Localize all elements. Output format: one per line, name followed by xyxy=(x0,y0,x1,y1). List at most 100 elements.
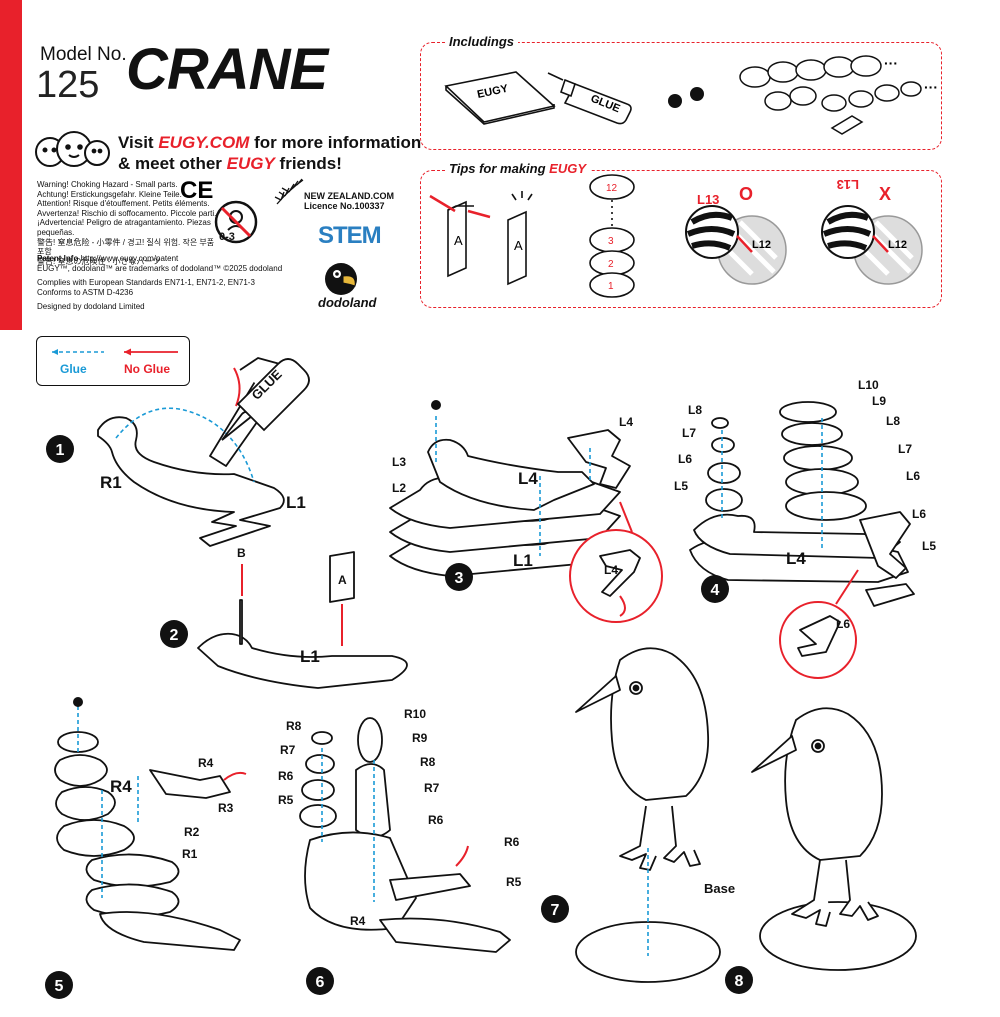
glue-tube-icon xyxy=(547,72,632,125)
warning-line: Attention! Risque d'étouffement. Petits … xyxy=(37,199,210,209)
eye-bead-icon xyxy=(73,697,83,707)
dodoland-brand: dodoland xyxy=(318,295,377,310)
tips-title-text: Tips for making xyxy=(449,161,550,176)
visit-suffix: for more information xyxy=(249,133,422,152)
part-label: L5 xyxy=(922,539,936,553)
part-label: R7 xyxy=(280,743,296,757)
base-label: Base xyxy=(704,881,735,896)
step-number: 5 xyxy=(55,978,64,995)
part-label: L6 xyxy=(836,617,850,631)
part-label: R6 xyxy=(504,835,520,849)
tips-brand: EUGY xyxy=(549,161,587,176)
stack-label: 12 xyxy=(606,183,618,194)
dodoland-logo-icon xyxy=(325,263,357,295)
stack-label: 3 xyxy=(608,236,614,247)
fern-icon xyxy=(274,178,304,205)
part-label: R7 xyxy=(424,781,440,795)
part-label: R6 xyxy=(428,813,444,827)
part-label: B xyxy=(237,546,246,560)
step3-drawing xyxy=(389,429,663,623)
step-number: 8 xyxy=(735,973,744,990)
part-label: R5 xyxy=(506,875,522,889)
parts-discs-icon xyxy=(739,55,922,135)
step7-crane-drawing xyxy=(575,647,721,983)
glue-bottle-icon xyxy=(221,358,310,441)
part-label: R10 xyxy=(404,707,426,721)
part-label: L8 xyxy=(688,403,702,417)
warning-line: 警告! 窒息の危険性 - 小さなパーツ xyxy=(37,256,161,266)
part-label: L3 xyxy=(392,455,406,469)
legend-glue-label: Glue xyxy=(60,362,87,376)
part-label: L7 xyxy=(682,426,696,440)
part-label: R4 xyxy=(198,756,214,770)
choking-warnings: Warning! Choking Hazard - Small parts. A… xyxy=(37,180,217,266)
eye-bead-icon xyxy=(431,400,441,410)
wrong-mark: X xyxy=(879,184,891,204)
warning-line: Warning! Choking Hazard - Small parts. xyxy=(37,180,178,189)
part-label: R4 xyxy=(350,914,366,928)
eye-bead-icon xyxy=(668,94,682,108)
licence-site: NEW ZEALAND.COM xyxy=(304,191,394,201)
part-label: R1 xyxy=(182,847,198,861)
visit-site-link[interactable]: EUGY.COM xyxy=(158,133,250,152)
part-label: L7 xyxy=(898,442,912,456)
warning-line: Achtung! Erstickungsgefahr. Kleine Teile… xyxy=(37,189,182,199)
layer-stack-tip xyxy=(589,174,635,298)
patent-info: Patent Info http://www.eugy.com/patent E… xyxy=(37,254,297,312)
visit-line-1: Visit EUGY.COM for more information xyxy=(118,133,421,153)
part-label: L2 xyxy=(392,481,406,495)
layer-label-flipped: L13 xyxy=(837,177,859,192)
visit2-prefix: & meet other xyxy=(118,154,227,173)
eye-bead-icon xyxy=(690,87,704,101)
step-number: 4 xyxy=(711,582,720,599)
tips-box xyxy=(420,170,942,308)
step-number: 1 xyxy=(56,442,65,459)
eugy-faces-logo xyxy=(35,131,110,167)
complies-line: Complies with European Standards EN71-1,… xyxy=(37,278,255,287)
stack-label: 1 xyxy=(608,281,614,292)
part-label: L6 xyxy=(906,469,920,483)
part-label: L9 xyxy=(872,394,886,408)
svg-text:···: ··· xyxy=(884,55,898,71)
step4-drawing xyxy=(689,401,915,679)
part-label: R1 xyxy=(100,473,122,492)
includings-box xyxy=(420,42,942,150)
step-number: 3 xyxy=(455,570,464,587)
part-label: R6 xyxy=(278,769,294,783)
glue-legend xyxy=(36,336,190,386)
part-label: L8 xyxy=(886,414,900,428)
tip-letter: A xyxy=(454,233,463,248)
patent-label: Patent Info xyxy=(37,254,79,263)
part-label: R9 xyxy=(412,731,428,745)
tip-letter: A xyxy=(514,238,523,253)
part-label: R3 xyxy=(218,801,234,815)
part-label: R2 xyxy=(184,825,200,839)
age-warning-icon xyxy=(214,200,258,244)
svg-text:···: ··· xyxy=(924,79,938,95)
step6-drawing xyxy=(299,717,511,953)
part-label: A xyxy=(338,573,347,587)
part-label: R5 xyxy=(278,793,294,807)
part-label: R8 xyxy=(420,755,436,769)
part-label: L4 xyxy=(786,549,806,568)
model-no-label: Model No. xyxy=(40,44,127,65)
correct-orientation-tip xyxy=(685,205,787,285)
wrong-orientation-tip xyxy=(821,205,923,285)
part-label: L4 xyxy=(518,469,538,488)
step2-drawing xyxy=(197,551,408,689)
part-label: L5 xyxy=(674,479,688,493)
model-name: CRANE xyxy=(126,37,328,102)
step-number: 7 xyxy=(551,902,560,919)
trademark-line: EUGY™, dodoland™ are trademarks of dodol… xyxy=(37,264,283,273)
patent-url[interactable]: http://www.eugy.com/patent xyxy=(80,254,179,263)
insert-card-tip xyxy=(429,191,533,286)
step-number: 2 xyxy=(170,627,179,644)
age-label: 0-3 xyxy=(219,231,235,243)
stem-logo: STEM xyxy=(318,222,382,249)
includings-title: Includings xyxy=(445,34,518,49)
warning-line: ¡Advertencia! Peligro de atragantamiento… xyxy=(37,218,211,237)
